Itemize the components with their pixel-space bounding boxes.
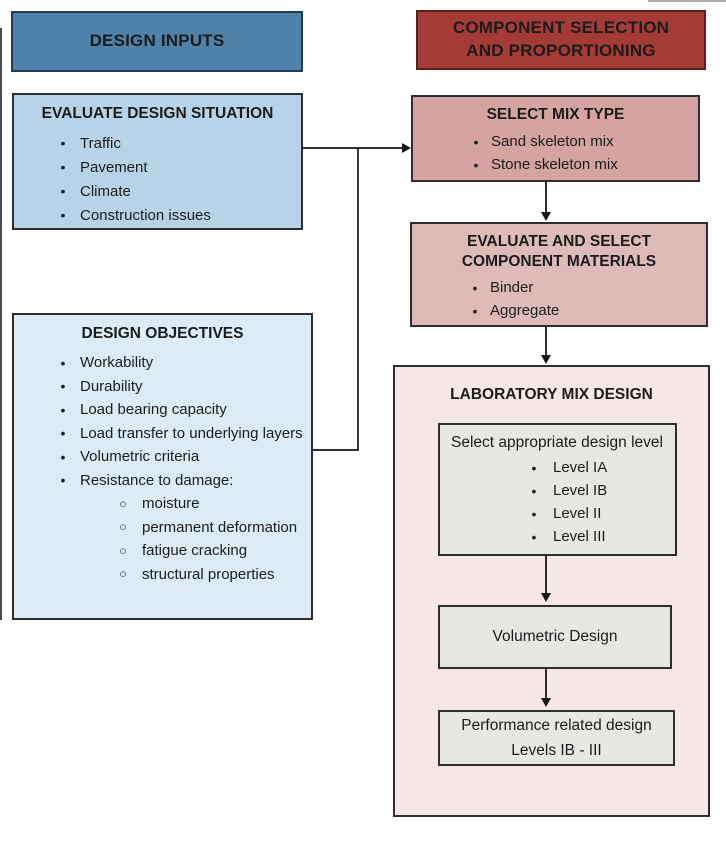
list-item: •Workability [57,351,311,375]
arrowhead-right-icon [402,143,411,153]
bullet-icon: • [60,425,66,442]
circle-bullet-icon: ○ [119,496,127,511]
component-materials-title: EVALUATE AND SELECT COMPONENT MATERIALS [461,233,657,271]
sub-list-item: ○permanent deformation [117,516,311,540]
evaluate-design-situation-title: EVALUATE DESIGN SITUATION [41,105,274,122]
connector-objectives-branch [313,148,359,451]
design-inputs-header: DESIGN INPUTS [11,11,303,72]
bullet-icon: • [60,354,66,371]
performance-design-box: Performance related design Levels IB - I… [438,710,675,766]
volumetric-design-label: Volumetric Design [492,628,618,645]
circle-bullet-icon: ○ [119,567,127,582]
list-item: •Aggregate [469,299,706,322]
component-materials-box: EVALUATE AND SELECT COMPONENT MATERIALS … [410,222,708,327]
select-mix-type-box: SELECT MIX TYPE •Sand skeleton mix •Ston… [411,95,700,182]
circle-bullet-icon: ○ [119,520,127,535]
arrowhead-down-icon [541,212,551,221]
list-item: •Volumetric criteria [57,445,311,469]
bullet-icon: • [60,183,66,200]
design-inputs-header-label: DESIGN INPUTS [89,31,225,51]
materials-bullet-list: •Binder •Aggregate [412,276,706,322]
bullet-icon: • [60,207,66,224]
design-level-title: Select appropriate design level [451,434,663,451]
mix-type-bullet-list: •Sand skeleton mix •Stone skeleton mix [413,130,698,176]
list-item: •Resistance to damage: [57,469,311,493]
design-level-bullet-list: •Level IA •Level IB •Level II •Level III [440,456,675,548]
evaluate-design-situation-box: EVALUATE DESIGN SITUATION •Traffic •Pave… [12,93,303,230]
list-item: •Level II [528,502,675,525]
performance-design-line1: Performance related design [461,717,652,734]
list-item: •Load bearing capacity [57,398,311,422]
bullet-icon: • [60,401,66,418]
situation-bullet-list: •Traffic •Pavement •Climate •Constructio… [14,131,301,227]
bullet-icon: • [60,448,66,465]
sub-list-item: ○fatigue cracking [117,539,311,563]
list-item: •Load transfer to underlying layers [57,422,311,446]
component-selection-header-label: COMPONENT SELECTION AND PROPORTIONING [452,18,670,60]
bullet-icon: • [531,482,537,499]
list-item: •Level III [528,525,675,548]
scan-streak-artifact [648,0,726,2]
bullet-icon: • [60,135,66,152]
sub-list-item: ○moisture [117,492,311,516]
bullet-icon: • [60,472,66,489]
scan-edge-artifact [0,28,2,620]
performance-design-line2: Levels IB - III [511,742,602,759]
bullet-icon: • [60,159,66,176]
bullet-icon: • [473,156,479,173]
design-objectives-box: DESIGN OBJECTIVES •Workability •Durabili… [12,313,313,620]
list-item: •Climate [57,179,301,203]
component-selection-header: COMPONENT SELECTION AND PROPORTIONING [416,10,706,70]
bullet-icon: • [472,302,478,319]
arrowhead-down-icon [541,355,551,364]
design-objectives-title: DESIGN OBJECTIVES [81,325,244,342]
list-item: •Pavement [57,155,301,179]
list-item: •Binder [469,276,706,299]
circle-bullet-icon: ○ [119,543,127,558]
sub-list-item: ○structural properties [117,563,311,587]
bullet-icon: • [60,378,66,395]
laboratory-mix-design-box: LABORATORY MIX DESIGN Select appropriate… [393,365,710,817]
bullet-icon: • [531,505,537,522]
objectives-bullet-list: •Workability •Durability •Load bearing c… [14,351,311,586]
list-item: •Construction issues [57,203,301,227]
list-item: •Level IB [528,479,675,502]
laboratory-mix-design-title: LABORATORY MIX DESIGN [450,386,653,403]
list-item: •Stone skeleton mix [470,153,698,176]
bullet-icon: • [531,528,537,545]
bullet-icon: • [472,279,478,296]
list-item: •Durability [57,375,311,399]
select-mix-type-title: SELECT MIX TYPE [486,106,625,123]
list-item: •Sand skeleton mix [470,130,698,153]
list-item: •Level IA [528,456,675,479]
bullet-icon: • [531,459,537,476]
design-level-box: Select appropriate design level •Level I… [438,423,677,556]
bullet-icon: • [473,133,479,150]
list-item: •Traffic [57,131,301,155]
volumetric-design-box: Volumetric Design [438,605,672,669]
